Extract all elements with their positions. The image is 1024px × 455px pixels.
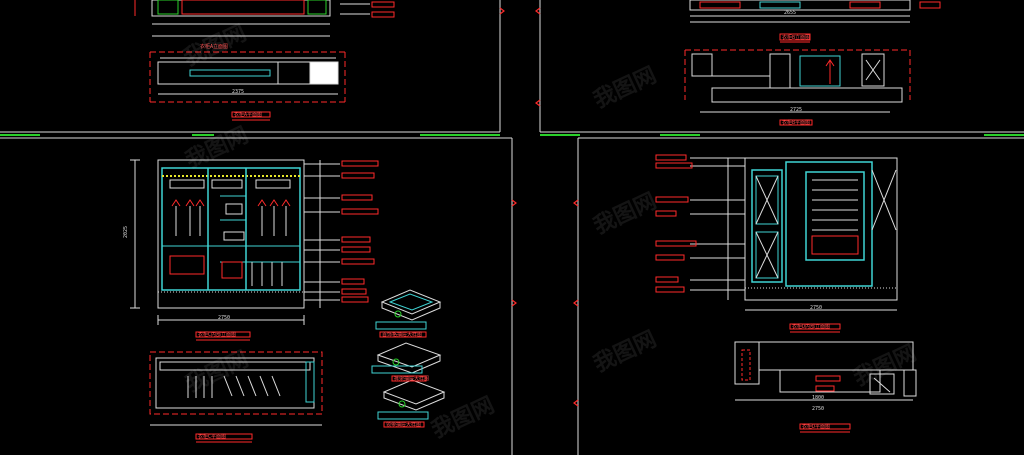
wardrobe-d-plan [734,341,917,433]
dim-r-mid: 1800 [812,395,824,401]
dim-r-tot: 2750 [810,305,822,311]
dim-tl-mid: 2375 [232,89,244,95]
wardrobe-a-elevation [134,0,395,37]
watermark-text-2: 我图网 [590,63,660,114]
watermark-text-6: 我图网 [590,327,660,378]
dim-tr-top: 2655 [784,10,796,16]
watermark-text-1: 我图网 [180,21,250,72]
title-tl-elev: 衣柜A立面图 [200,43,228,50]
wardrobe-b-elevation [689,0,941,43]
watermark-text-3: 我图网 [182,123,252,174]
wardrobe-c-plan [149,351,323,443]
dimension-texts: 2655 2725 2375 2750 2025 2750 1800 2750 [123,10,824,412]
title-drawer-3: 领带抽屉大样图 [386,421,421,428]
title-l-plan: 衣柜C平面图 [198,433,226,440]
watermark-text-7: 我图网 [850,341,920,392]
title-r-plan: 衣柜D平面图 [802,423,830,430]
title-drawer-2: 裤架抽屉大样图 [394,375,429,382]
title-tr-plan: 衣柜B平面图 [782,119,810,126]
wardrobe-a-plan [149,51,346,121]
wardrobe-c-elevation [130,159,379,341]
wardrobe-b-plan [684,49,911,126]
dim-tr-bot: 2725 [790,107,802,113]
title-tl-plan: 衣柜A平面图 [234,111,262,118]
dim-l-side: 2025 [123,226,129,238]
watermark-text-4: 我图网 [590,189,660,240]
title-r-elev: 衣柜D内部立面图 [792,323,830,330]
title-l-elev: 衣柜C内部立面图 [198,331,236,338]
drawing-titles: 衣柜A立面图 衣柜A平面图 衣柜B立面图 衣柜B平面图 衣柜C内部立面图 衣柜C… [198,34,830,440]
title-tr-elev: 衣柜B立面图 [782,34,810,41]
dim-l-tot: 2750 [218,315,230,321]
title-drawer-1: 首饰格抽屉大样图 [382,331,422,338]
wardrobe-d-elevation [655,154,898,333]
drawer-details [371,289,446,428]
dim-r-mid2: 2750 [812,406,824,412]
